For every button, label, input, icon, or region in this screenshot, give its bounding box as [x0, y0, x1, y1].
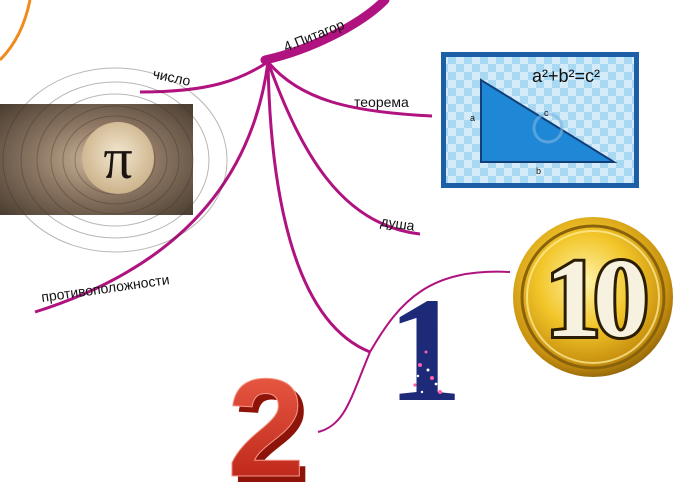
branch-line-dusha — [266, 61, 421, 236]
branch-line-numbers — [266, 61, 371, 354]
gold-ten-coin: 10 — [513, 217, 673, 377]
pi-image: π — [0, 67, 228, 253]
side-c-label: c — [544, 108, 549, 118]
pythagoras-image: a²+b²=c² a b c — [441, 52, 639, 188]
pi-symbol: π — [103, 126, 132, 191]
one-number: 1 — [388, 267, 463, 433]
ten-number: 10 — [545, 237, 645, 361]
two-number: 2 — [227, 349, 305, 497]
orange-branch-line — [0, 0, 32, 62]
branch-line-to-ten — [369, 270, 511, 353]
side-a-label: a — [470, 113, 475, 123]
branch-line-protivopolozhnosti — [34, 61, 270, 314]
side-b-label: b — [536, 166, 541, 176]
formula-text: a²+b²=c² — [532, 66, 600, 86]
label-chislo: число — [151, 65, 192, 89]
label-teorema: теорема — [354, 94, 409, 110]
right-triangle — [480, 78, 618, 163]
central-trunk-line — [260, 0, 390, 65]
branch-line-to-two — [317, 351, 371, 433]
branch-line-teorema — [266, 61, 433, 118]
label-dusha: душа — [380, 213, 416, 234]
red-two: 2 2 — [227, 349, 311, 497]
two-number-shadow: 2 — [233, 355, 311, 497]
branch-line-chislo — [139, 60, 269, 94]
starry-one: 1 — [388, 267, 463, 433]
label-protivopolozhnosti: противоположности — [40, 271, 170, 305]
